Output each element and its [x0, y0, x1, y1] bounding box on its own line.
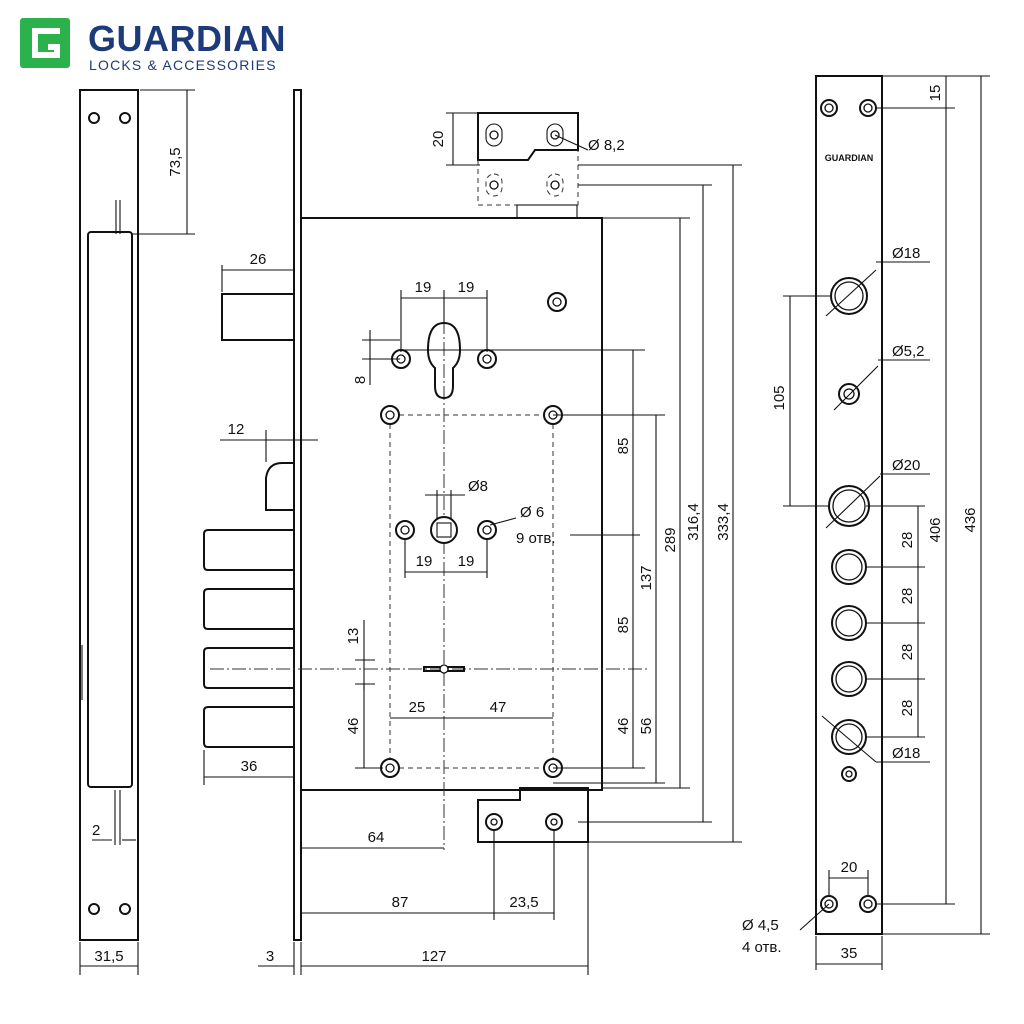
- dim-46-right: 46: [615, 718, 632, 735]
- dim-phi-5-2: Ø5,2: [892, 343, 925, 360]
- side-screw-holes: [88, 112, 131, 915]
- dim-19-b: 19: [458, 279, 475, 296]
- front-faceplate: [293, 89, 302, 941]
- dim-64: 64: [368, 829, 385, 846]
- dim-2: 2: [92, 822, 100, 839]
- brand-logo-icon: [20, 18, 70, 68]
- dim-phi-18-b: Ø18: [892, 745, 920, 762]
- dim-28-a: 28: [899, 532, 916, 549]
- dim-87: 87: [392, 894, 409, 911]
- cylinder-cutout: [426, 321, 462, 400]
- main-bolts: [203, 529, 295, 748]
- key-slot: [423, 666, 465, 672]
- spindle-hole: [430, 516, 458, 544]
- dim-127: 127: [421, 948, 446, 965]
- dim-13: 13: [345, 628, 362, 645]
- dim-137: 137: [638, 565, 655, 590]
- dim-9-holes: 9 отв.: [516, 530, 556, 547]
- dim-20-top: 20: [430, 131, 447, 148]
- dim-406: 406: [927, 517, 944, 542]
- dim-333-4: 333,4: [715, 503, 732, 541]
- dim-15: 15: [927, 85, 944, 102]
- dim-phi-6: Ø 6: [520, 504, 544, 521]
- dim-85-a: 85: [615, 438, 632, 455]
- dim-28-b: 28: [899, 588, 916, 605]
- dim-36: 36: [241, 758, 258, 775]
- dim-26: 26: [250, 251, 267, 268]
- side-faceplate: [79, 89, 139, 941]
- dim-19-a: 19: [415, 279, 432, 296]
- faceplate-view: GUARDIAN 15 Ø18 105: [742, 75, 990, 970]
- dim-28-c: 28: [899, 644, 916, 661]
- side-lock-body: [87, 231, 133, 788]
- dim-phi-4-5: Ø 4,5: [742, 917, 779, 934]
- dim-56: 56: [638, 718, 655, 735]
- dim-phi-18-a: Ø18: [892, 245, 920, 262]
- dim-35: 35: [841, 945, 858, 962]
- bolt-openings: [828, 277, 870, 782]
- dim-12: 12: [228, 421, 245, 438]
- dim-phi-8: Ø8: [468, 478, 488, 495]
- dim-19-c: 19: [416, 553, 433, 570]
- side-view: 73,5 2 31,5: [79, 89, 195, 975]
- dim-85-b: 85: [615, 617, 632, 634]
- latch-bolt: [265, 462, 295, 511]
- upper-deadbolt: [221, 293, 295, 341]
- dim-phi-8-2: Ø 8,2: [588, 137, 625, 154]
- dim-289: 289: [662, 527, 679, 552]
- dim-23-5: 23,5: [509, 894, 538, 911]
- dim-phi-20: Ø20: [892, 457, 920, 474]
- dim-3: 3: [266, 948, 274, 965]
- bottom-bracket: [477, 787, 589, 843]
- dim-316-4: 316,4: [685, 503, 702, 541]
- dim-28-d: 28: [899, 700, 916, 717]
- faceplate-marking: GUARDIAN: [825, 153, 874, 163]
- dim-20-bottom: 20: [841, 859, 858, 876]
- dim-31-5: 31,5: [94, 948, 123, 965]
- brand-tagline: LOCKS & ACCESSORIES: [89, 57, 277, 73]
- dim-8: 8: [352, 376, 369, 384]
- dim-73-5: 73,5: [167, 147, 184, 176]
- brand-name: GUARDIAN: [88, 18, 286, 59]
- dim-19-d: 19: [458, 553, 475, 570]
- dim-25: 25: [409, 699, 426, 716]
- faceplate-outline: [815, 75, 883, 935]
- top-bracket-alt: [477, 150, 579, 206]
- dim-46-left: 46: [345, 718, 362, 735]
- front-view: 26 12 36 3 127 87 23,5 64 20: [203, 89, 742, 975]
- dim-436: 436: [962, 507, 979, 532]
- brand-logo: GUARDIAN LOCKS & ACCESSORIES: [18, 16, 288, 76]
- dim-105: 105: [771, 385, 788, 410]
- dim-4-holes: 4 отв.: [742, 939, 782, 956]
- dim-47: 47: [490, 699, 507, 716]
